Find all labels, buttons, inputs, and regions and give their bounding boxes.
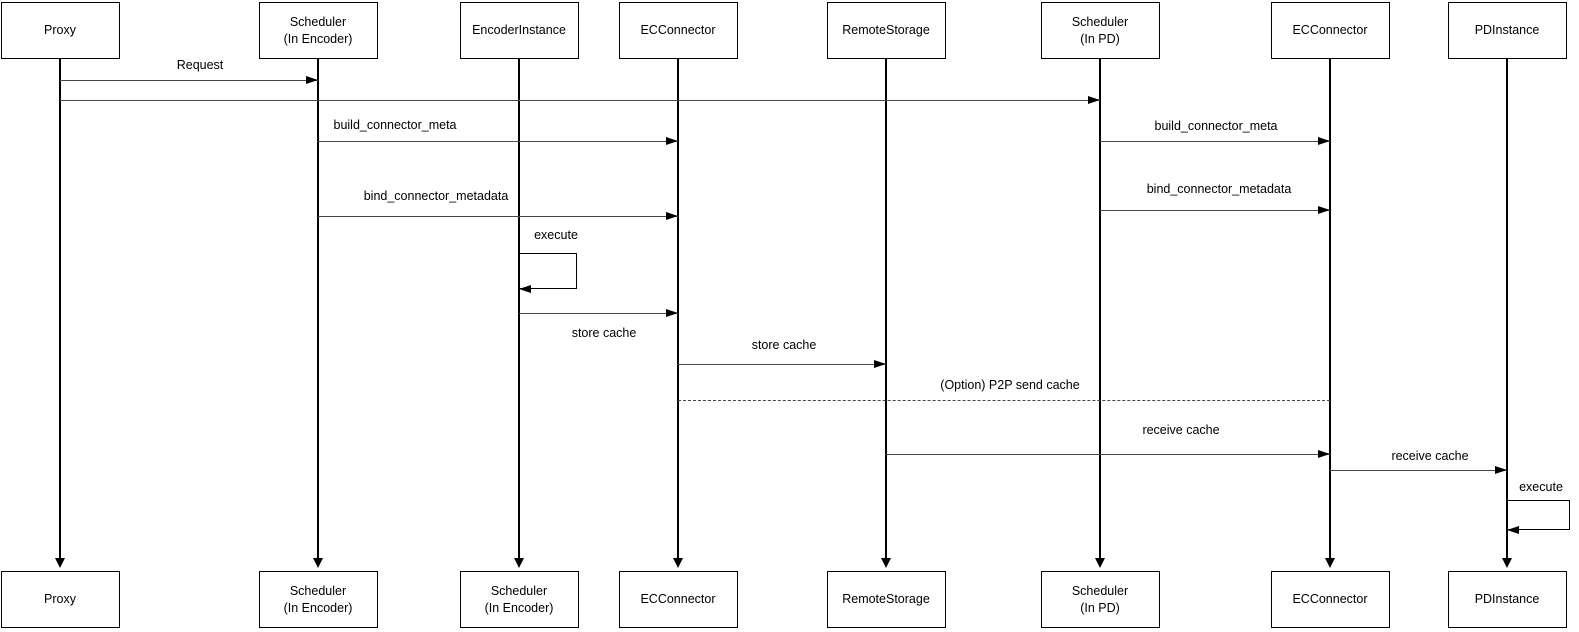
message-line-request bbox=[60, 80, 318, 81]
message-line-bind-connector-metadata-pd bbox=[1100, 210, 1330, 211]
message-label-store-cache-to-remote-label: store cache bbox=[751, 338, 817, 352]
message-line-p2p-send-cache bbox=[678, 400, 1330, 401]
actor-bottom-box-remote-storage: RemoteStorage bbox=[826, 571, 946, 628]
message-label-request: Request bbox=[174, 58, 226, 72]
self-call-arrowhead-execute-encoder bbox=[519, 285, 531, 293]
lifeline-arrowhead-ec-connector-encoder bbox=[672, 558, 683, 568]
actor-bottom-box-ec-connector-pd-label: ECConnector bbox=[1292, 592, 1368, 607]
message-label-store-cache-to-remote: store cache bbox=[749, 338, 819, 352]
actor-top-box-scheduler-pd-label: Scheduler (In PD) bbox=[1071, 15, 1129, 46]
actor-bottom-box-scheduler-pd-label: Scheduler (In PD) bbox=[1071, 584, 1129, 615]
actor-bottom-box-ec-connector-pd: ECConnector bbox=[1270, 571, 1390, 628]
message-arrowhead-proxy-to-scheduler-pd bbox=[1088, 96, 1100, 104]
message-line-build-connector-meta-encoder bbox=[318, 141, 678, 142]
actor-bottom-box-scheduler-encoder: Scheduler (In Encoder) bbox=[258, 571, 378, 628]
self-call-label-execute-encoder-label: execute bbox=[534, 228, 578, 242]
actor-top-box-ec-connector-pd: ECConnector bbox=[1270, 2, 1390, 59]
message-label-store-cache-to-connector: store cache bbox=[569, 326, 639, 340]
message-label-build-connector-meta-encoder-label: build_connector_meta bbox=[333, 118, 457, 132]
lifeline-arrowhead-scheduler-encoder bbox=[312, 558, 323, 568]
actor-top-box-proxy-label: Proxy bbox=[44, 23, 76, 38]
lifeline-proxy bbox=[59, 59, 61, 559]
actor-bottom-box-pd-instance-label: PDInstance bbox=[1474, 592, 1540, 607]
message-label-p2p-send-cache-label: (Option) P2P send cache bbox=[940, 378, 1080, 392]
message-arrowhead-build-connector-meta-encoder bbox=[666, 137, 678, 145]
actor-top-box-ec-connector-pd-label: ECConnector bbox=[1292, 23, 1368, 38]
actor-top-box-remote-storage: RemoteStorage bbox=[826, 2, 946, 59]
actor-top-box-encoder-instance: EncoderInstance bbox=[459, 2, 579, 59]
message-line-receive-cache-from-remote bbox=[886, 454, 1330, 455]
actor-bottom-box-encoder-instance-label: Scheduler (In Encoder) bbox=[484, 584, 554, 615]
self-call-label-execute-encoder: execute bbox=[532, 228, 580, 242]
actor-bottom-box-scheduler-encoder-label: Scheduler (In Encoder) bbox=[283, 584, 353, 615]
self-call-label-execute-pd: execute bbox=[1517, 480, 1565, 494]
message-line-build-connector-meta-pd bbox=[1100, 141, 1330, 142]
self-call-arrowhead-execute-pd bbox=[1507, 526, 1519, 534]
actor-top-box-ec-connector-encoder: ECConnector bbox=[618, 2, 738, 59]
lifeline-remote-storage bbox=[885, 59, 887, 559]
message-label-build-connector-meta-pd: build_connector_meta bbox=[1152, 119, 1280, 133]
actor-bottom-box-scheduler-pd: Scheduler (In PD) bbox=[1040, 571, 1160, 628]
message-line-store-cache-to-remote bbox=[678, 364, 886, 365]
message-label-bind-connector-metadata-pd: bind_connector_metadata bbox=[1144, 182, 1294, 196]
message-line-proxy-to-scheduler-pd bbox=[60, 100, 1100, 101]
actor-bottom-box-pd-instance: PDInstance bbox=[1447, 571, 1567, 628]
lifeline-arrowhead-scheduler-pd bbox=[1094, 558, 1105, 568]
lifeline-arrowhead-remote-storage bbox=[880, 558, 891, 568]
actor-top-box-remote-storage-label: RemoteStorage bbox=[842, 23, 930, 38]
actor-bottom-box-proxy-label: Proxy bbox=[44, 592, 76, 607]
lifeline-scheduler-pd bbox=[1099, 59, 1101, 559]
message-arrowhead-receive-cache-from-remote bbox=[1318, 450, 1330, 458]
message-arrowhead-build-connector-meta-pd bbox=[1318, 137, 1330, 145]
message-label-receive-cache-to-pd-label: receive cache bbox=[1391, 449, 1469, 463]
message-arrowhead-store-cache-to-connector bbox=[666, 309, 678, 317]
message-line-bind-connector-metadata-encoder bbox=[318, 216, 678, 217]
message-arrowhead-store-cache-to-remote bbox=[874, 360, 886, 368]
actor-top-box-scheduler-encoder: Scheduler (In Encoder) bbox=[258, 2, 378, 59]
message-label-p2p-send-cache: (Option) P2P send cache bbox=[938, 378, 1082, 392]
lifeline-pd-instance bbox=[1506, 59, 1508, 559]
message-label-bind-connector-metadata-encoder: bind_connector_metadata bbox=[361, 189, 511, 203]
message-label-receive-cache-from-remote: receive cache bbox=[1140, 423, 1222, 437]
self-call-loop-execute-encoder bbox=[519, 253, 577, 289]
actor-bottom-box-ec-connector-encoder: ECConnector bbox=[618, 571, 738, 628]
message-label-build-connector-meta-pd-label: build_connector_meta bbox=[1154, 119, 1278, 133]
message-arrowhead-bind-connector-metadata-encoder bbox=[666, 212, 678, 220]
message-arrowhead-receive-cache-to-pd bbox=[1495, 466, 1507, 474]
message-arrowhead-request bbox=[306, 76, 318, 84]
actor-bottom-box-ec-connector-encoder-label: ECConnector bbox=[640, 592, 716, 607]
message-line-store-cache-to-connector bbox=[519, 313, 678, 314]
lifeline-arrowhead-encoder-instance bbox=[513, 558, 524, 568]
actor-bottom-box-proxy: Proxy bbox=[0, 571, 120, 628]
message-arrowhead-bind-connector-metadata-pd bbox=[1318, 206, 1330, 214]
actor-bottom-box-remote-storage-label: RemoteStorage bbox=[842, 592, 930, 607]
message-line-receive-cache-to-pd bbox=[1330, 470, 1507, 471]
message-label-bind-connector-metadata-pd-label: bind_connector_metadata bbox=[1146, 182, 1292, 196]
self-call-label-execute-pd-label: execute bbox=[1519, 480, 1563, 494]
actor-top-box-scheduler-encoder-label: Scheduler (In Encoder) bbox=[283, 15, 353, 46]
message-label-build-connector-meta-encoder: build_connector_meta bbox=[331, 118, 459, 132]
lifeline-arrowhead-pd-instance bbox=[1501, 558, 1512, 568]
actor-top-box-pd-instance-label: PDInstance bbox=[1474, 23, 1540, 38]
lifeline-ec-connector-pd bbox=[1329, 59, 1331, 559]
message-label-store-cache-to-connector-label: store cache bbox=[571, 326, 637, 340]
lifeline-ec-connector-encoder bbox=[677, 59, 679, 559]
message-label-request-label: Request bbox=[176, 58, 224, 72]
lifeline-encoder-instance bbox=[518, 59, 520, 559]
self-call-loop-execute-pd bbox=[1507, 500, 1570, 530]
actor-top-box-encoder-instance-label: EncoderInstance bbox=[472, 23, 566, 38]
lifeline-arrowhead-ec-connector-pd bbox=[1324, 558, 1335, 568]
message-label-receive-cache-to-pd: receive cache bbox=[1389, 449, 1471, 463]
actor-top-box-ec-connector-encoder-label: ECConnector bbox=[640, 23, 716, 38]
message-label-receive-cache-from-remote-label: receive cache bbox=[1142, 423, 1220, 437]
actor-top-box-scheduler-pd: Scheduler (In PD) bbox=[1040, 2, 1160, 59]
actor-bottom-box-encoder-instance: Scheduler (In Encoder) bbox=[459, 571, 579, 628]
lifeline-arrowhead-proxy bbox=[54, 558, 65, 568]
actor-top-box-pd-instance: PDInstance bbox=[1447, 2, 1567, 59]
actor-top-box-proxy: Proxy bbox=[0, 2, 120, 59]
message-label-bind-connector-metadata-encoder-label: bind_connector_metadata bbox=[363, 189, 509, 203]
lifeline-scheduler-encoder bbox=[317, 59, 319, 559]
